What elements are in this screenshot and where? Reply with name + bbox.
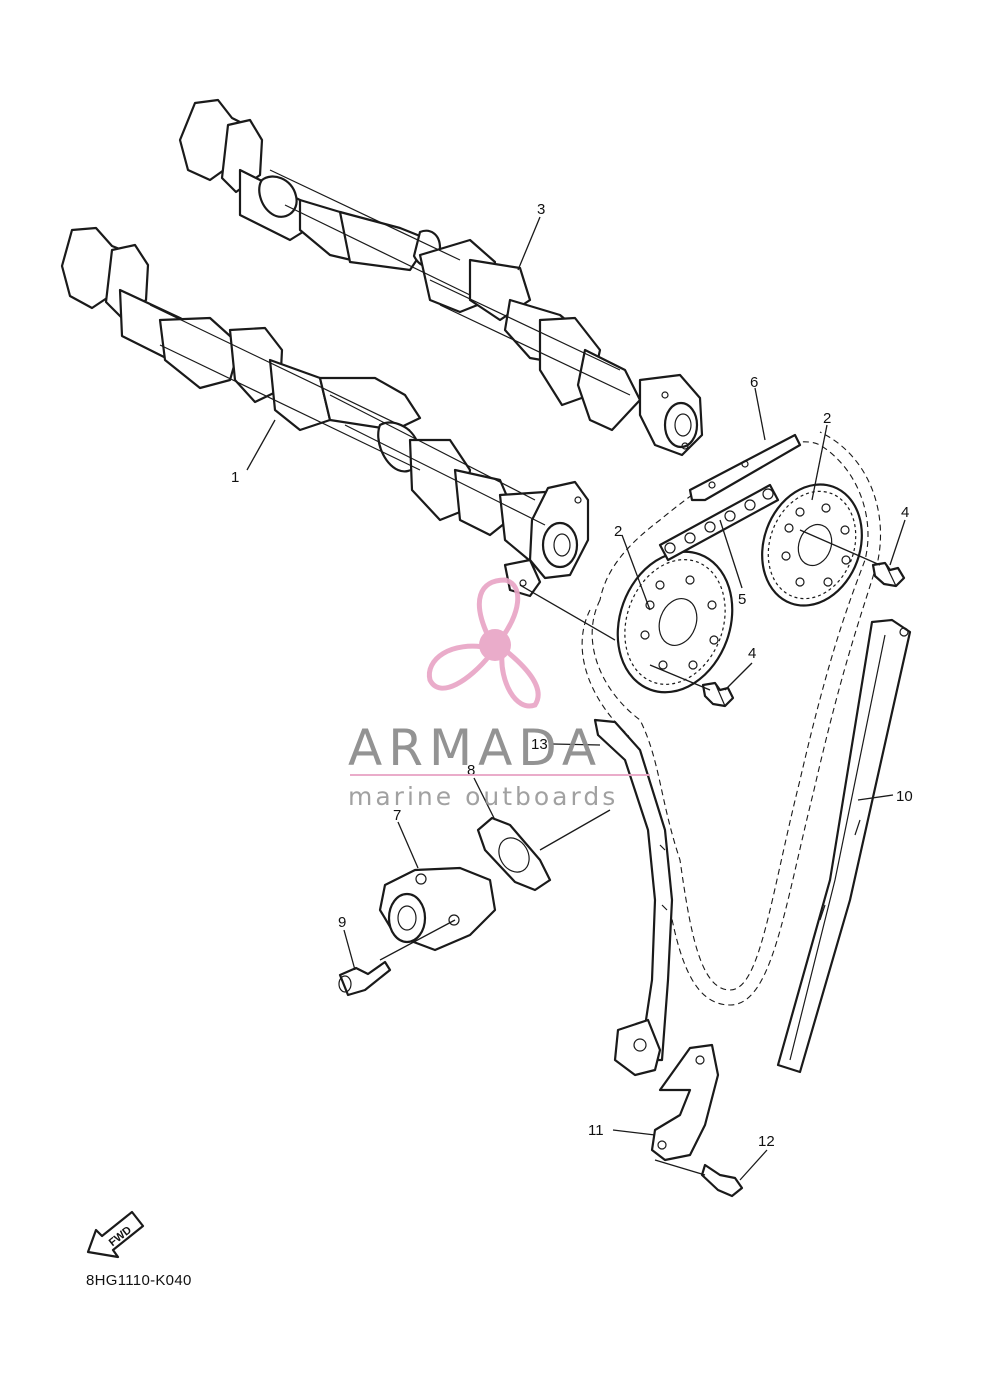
chain-tensioner-guide	[593, 718, 674, 1077]
leader-lines	[246, 216, 906, 1181]
chain-guide-exhaust	[776, 618, 912, 1074]
callout-10: 10	[896, 788, 913, 805]
chain-guide-top	[688, 433, 802, 502]
watermark-subtitle: marine outboards	[348, 782, 618, 811]
cam-sprocket-right	[761, 483, 863, 607]
callout-5: 5	[738, 591, 746, 608]
callout-4b: 4	[748, 645, 756, 662]
callout-2a: 2	[614, 523, 622, 540]
watermark: ARMADA marine outboards	[348, 577, 650, 811]
bracket-bolt	[700, 1163, 744, 1198]
tensioner-gasket	[476, 816, 552, 892]
callout-4a: 4	[901, 504, 909, 521]
camshaft-upper	[178, 98, 704, 457]
fwd-arrow: FWD	[86, 1210, 145, 1259]
callout-7: 7	[393, 807, 401, 824]
tensioner-bolt	[338, 960, 392, 997]
callout-2b: 2	[823, 410, 831, 427]
callout-12: 12	[758, 1133, 775, 1150]
callout-3: 3	[537, 201, 545, 218]
callout-8: 8	[467, 762, 475, 779]
guide-bracket	[650, 1043, 720, 1162]
callout-1: 1	[231, 469, 239, 486]
watermark-title: ARMADA	[348, 719, 602, 777]
callout-labels: 1 2 2 3 4 4 5 6 7 8 9 10 11 12 13	[231, 201, 913, 1150]
chain-tensioner	[378, 866, 497, 952]
camshaft-lower	[60, 226, 590, 598]
cam-sprocket-left	[616, 550, 734, 694]
callout-9: 9	[338, 914, 346, 931]
sprocket-bolt-right	[871, 561, 906, 588]
callout-11: 11	[588, 1122, 604, 1139]
propeller-logo	[426, 577, 541, 709]
callout-13: 13	[531, 736, 548, 753]
diagram-code: 8HG1110-K040	[86, 1272, 192, 1289]
callout-6: 6	[750, 374, 758, 391]
